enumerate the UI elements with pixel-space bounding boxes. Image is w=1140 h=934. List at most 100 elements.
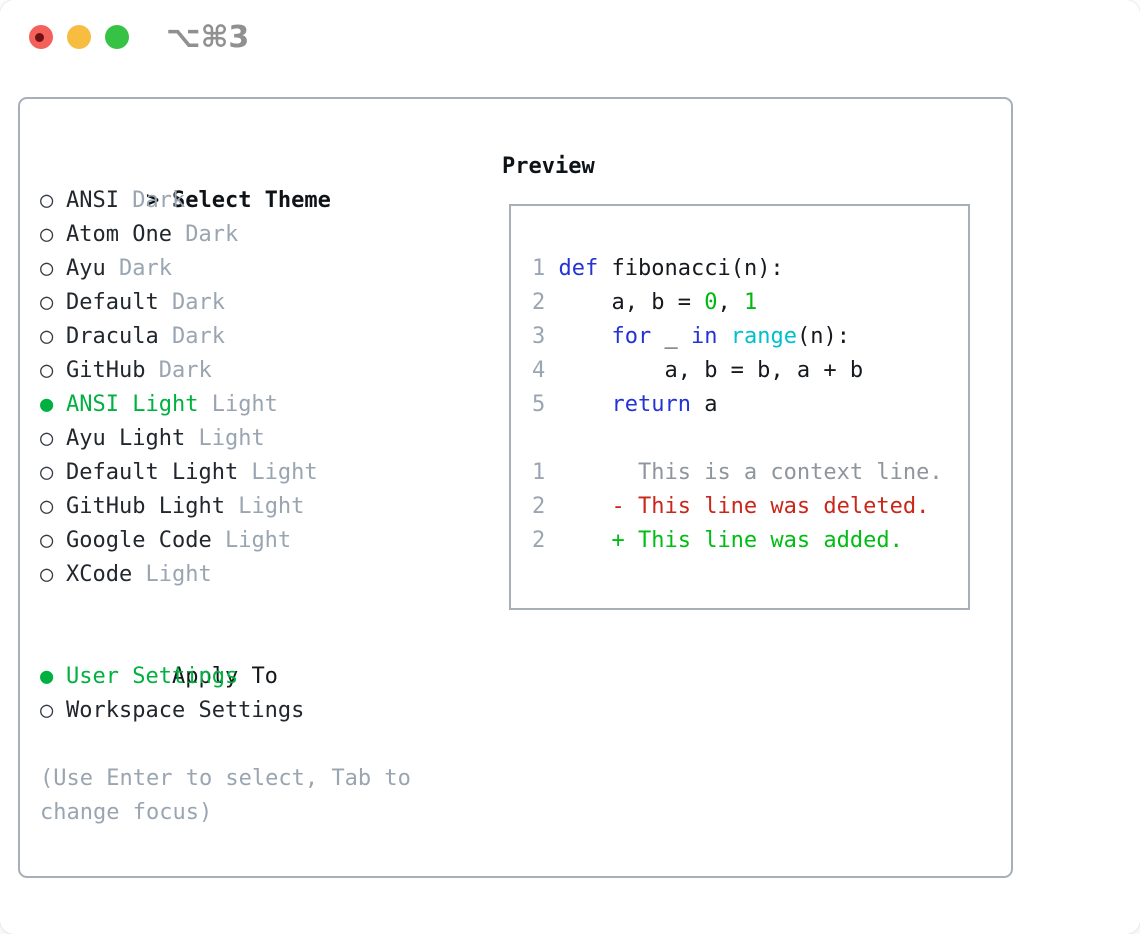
theme-option[interactable]: ○Google Code Light bbox=[40, 524, 490, 558]
theme-option[interactable]: ○XCode Light bbox=[40, 558, 490, 592]
theme-variant-tag: Light bbox=[198, 392, 278, 417]
theme-variant-tag: Dark bbox=[145, 358, 212, 383]
select-theme-header: > Select Theme bbox=[40, 150, 490, 213]
code-token-plain bbox=[717, 324, 730, 349]
theme-option-label: Default bbox=[66, 290, 159, 315]
code-line: 2 a, b = 0, 1 bbox=[532, 286, 968, 320]
spacer bbox=[40, 592, 490, 626]
radio-unselected-icon: ○ bbox=[40, 222, 54, 247]
close-button-icon[interactable] bbox=[29, 25, 53, 49]
radio-unselected-icon: ○ bbox=[40, 494, 54, 519]
radio-unselected-icon: ○ bbox=[40, 290, 54, 315]
theme-options: ○ANSI Dark○Atom One Dark○Ayu Dark○Defaul… bbox=[40, 184, 490, 592]
code-token-kw: def bbox=[558, 256, 599, 281]
radio-selected-icon: ● bbox=[40, 664, 54, 689]
theme-variant-tag: Light bbox=[211, 528, 292, 553]
code-token-ctx: This is a context line. bbox=[558, 460, 943, 485]
code-token-plain bbox=[559, 392, 612, 417]
theme-option[interactable]: ○Ayu Light Light bbox=[40, 422, 490, 456]
theme-option-label: XCode bbox=[66, 562, 133, 587]
code-line: 1 def fibonacci(n): bbox=[532, 252, 968, 286]
code-line: 1 This is a context line. bbox=[532, 456, 968, 490]
code-token-plain: fibonacci(n): bbox=[598, 256, 784, 281]
theme-option[interactable]: ○ GitHub Dark bbox=[40, 354, 490, 388]
code-token-plain: , bbox=[717, 290, 744, 315]
code-token-add: + This line was added. bbox=[558, 528, 903, 553]
code-token-num: 5 bbox=[532, 392, 559, 417]
code-token-num: 2 bbox=[532, 290, 559, 315]
radio-unselected-icon: ○ bbox=[40, 256, 54, 281]
theme-option-label: ANSI bbox=[66, 188, 119, 213]
code-token-lit: 1 bbox=[743, 290, 758, 315]
zoom-button-icon[interactable] bbox=[105, 25, 129, 49]
theme-variant-tag: Dark bbox=[171, 222, 239, 247]
code-token-kw: for bbox=[611, 324, 652, 349]
code-line: 3 for _ in range(n): bbox=[532, 320, 968, 354]
apply-to-option-label: User Settings bbox=[66, 664, 239, 689]
theme-option[interactable]: ○ Ayu Dark bbox=[40, 252, 490, 286]
code-line: 4 a, b = b, a + b bbox=[532, 354, 968, 388]
select-theme-title: Select Theme bbox=[171, 188, 331, 213]
theme-option[interactable]: ○Dracula Dark bbox=[40, 320, 490, 354]
apply-to-option[interactable]: ○ Workspace Settings bbox=[40, 694, 490, 728]
code-token-num: 1 bbox=[532, 460, 559, 485]
code-token-plain: a, b = b, a + b bbox=[558, 358, 864, 383]
radio-unselected-icon: ○ bbox=[40, 698, 54, 723]
code-token-num: 1 bbox=[532, 256, 559, 281]
code-token-plain: a bbox=[690, 392, 718, 417]
focus-caret-icon: > bbox=[145, 188, 160, 213]
theme-option-label: Google Code bbox=[66, 528, 212, 553]
theme-option[interactable]: ○GitHub Light Light bbox=[40, 490, 490, 524]
theme-option-label: ANSI Light bbox=[66, 392, 199, 417]
code-token-num: 4 bbox=[532, 358, 559, 383]
code-token-plain: a, b = bbox=[558, 290, 705, 315]
radio-unselected-icon: ○ bbox=[40, 426, 54, 451]
theme-variant-tag: Light bbox=[185, 426, 265, 451]
theme-option-label: Ayu bbox=[66, 256, 106, 281]
theme-option[interactable]: ○ANSI Dark bbox=[40, 184, 490, 218]
code-line: 2 - This line was deleted. bbox=[532, 490, 968, 524]
radio-unselected-icon: ○ bbox=[40, 562, 54, 587]
code-blank-line bbox=[532, 422, 968, 456]
theme-option[interactable]: ○ Default Light Light bbox=[40, 456, 490, 490]
preview-section: Preview 1 def fibonacci(n):2 a, b = 0, 1… bbox=[502, 150, 970, 610]
apply-to-option[interactable]: ● User Settings bbox=[40, 660, 490, 694]
theme-variant-tag: Dark bbox=[158, 324, 225, 349]
theme-option-label: GitHub bbox=[66, 358, 146, 383]
code-token-plain bbox=[559, 324, 612, 349]
keyboard-hint: (Use Enter to select, Tab to change focus… bbox=[40, 762, 490, 830]
minimize-button-icon[interactable] bbox=[67, 25, 91, 49]
code-token-fn: range bbox=[730, 324, 797, 349]
code-token-lit: 0 bbox=[704, 290, 718, 315]
code-token-plain: _ bbox=[651, 324, 691, 349]
radio-selected-icon: ● bbox=[40, 392, 54, 417]
apply-to-options: ● User Settings ○ Workspace Settings bbox=[40, 660, 490, 728]
theme-option-label: Atom One bbox=[66, 222, 172, 247]
code-token-plain: (n): bbox=[796, 324, 850, 349]
theme-option[interactable]: ○ Atom One Dark bbox=[40, 218, 490, 252]
preview-title: Preview bbox=[502, 154, 595, 179]
keyboard-hint-line: (Use Enter to select, Tab to bbox=[40, 766, 411, 791]
theme-variant-tag: Light bbox=[238, 460, 318, 485]
theme-option-label: Default Light bbox=[66, 460, 239, 485]
theme-option[interactable]: ○ Default Dark bbox=[40, 286, 490, 320]
theme-list: >Select Theme ○ANSI Dark○Atom One Dark○A… bbox=[40, 150, 490, 830]
code-token-num: 3 bbox=[532, 324, 559, 349]
theme-option-label: Dracula bbox=[66, 324, 159, 349]
code-token-del: - This line was deleted. bbox=[558, 494, 930, 519]
theme-variant-tag: Dark bbox=[158, 290, 225, 315]
apply-to-option-label: Workspace Settings bbox=[66, 698, 305, 723]
apply-to-title: Apply To bbox=[171, 664, 278, 689]
keyboard-hint-line: change focus) bbox=[40, 800, 213, 825]
theme-option[interactable]: ● ANSI Light Light bbox=[40, 388, 490, 422]
titlebar: ⌥⌘3 bbox=[0, 0, 1140, 75]
code-token-num: 2 bbox=[532, 528, 559, 553]
theme-variant-tag: Light bbox=[224, 494, 305, 519]
spacer bbox=[40, 728, 490, 762]
radio-unselected-icon: ○ bbox=[40, 358, 54, 383]
theme-variant-tag: Dark bbox=[105, 256, 172, 281]
code-line: 5 return a bbox=[532, 388, 968, 422]
radio-unselected-icon: ○ bbox=[40, 460, 54, 485]
